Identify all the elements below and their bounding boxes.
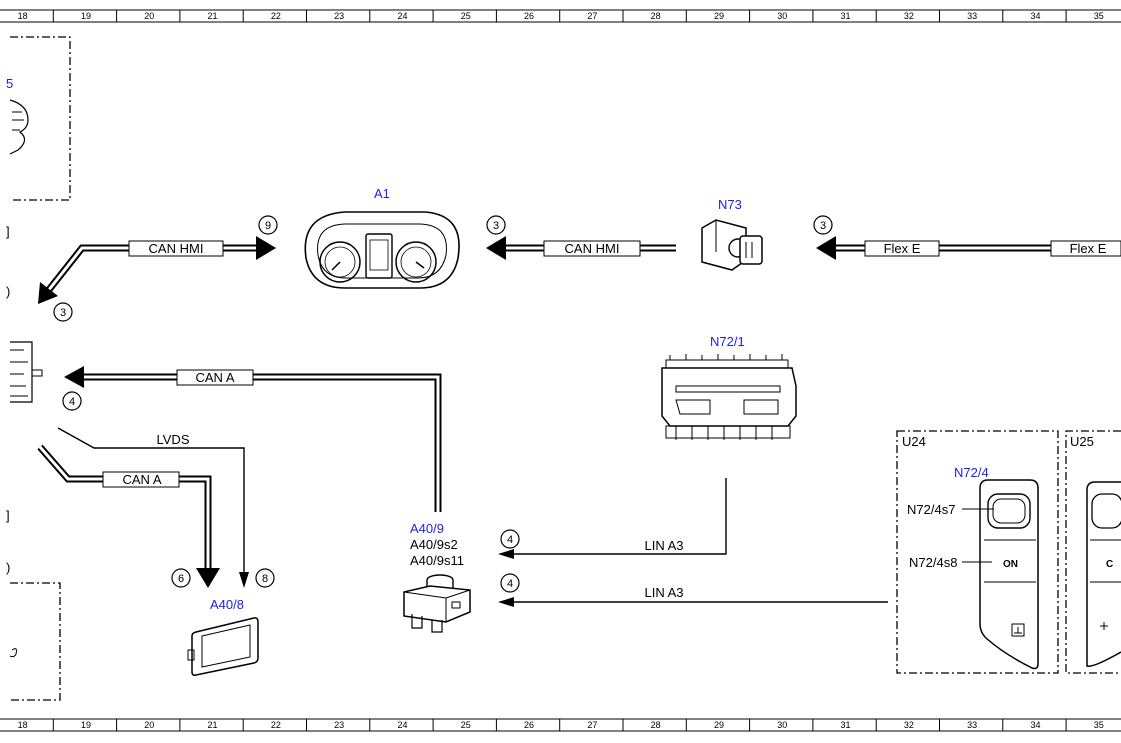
flex-e-label-2: Flex E (1070, 241, 1107, 256)
svg-text:): ) (6, 560, 10, 575)
circle-3-a1: 3 (493, 220, 499, 232)
on-button-label: ON (1003, 559, 1018, 570)
control-panel-n72-1[interactable]: N72/1 (661, 334, 797, 440)
top-ruler-col-23: 23 (334, 11, 344, 21)
bottom-ruler-col-30: 30 (777, 720, 787, 730)
circle-6: 6 (178, 573, 184, 585)
a40-9s2-label: A40/9s2 (410, 537, 458, 552)
circle-9: 9 (265, 220, 271, 232)
a40-9-label: A40/9 (410, 521, 444, 536)
u25-frame: U25 C (1065, 430, 1121, 674)
circle-3-n73: 3 (820, 220, 826, 232)
left-partial-frame-top: 5 (6, 36, 71, 201)
top-ruler-col-26: 26 (524, 11, 534, 21)
left-partial-frame-bottom (9, 582, 61, 701)
bottom-ruler-col-25: 25 (461, 720, 471, 730)
n72-4-label: N72/4 (954, 465, 989, 480)
bottom-ruler-col-26: 26 (524, 720, 534, 730)
wires (37, 244, 1121, 603)
top-ruler-col-27: 27 (587, 11, 597, 21)
bottom-ruler-col-18: 18 (18, 720, 28, 730)
top-ruler-col-32: 32 (904, 11, 914, 21)
bottom-ruler-col-21: 21 (208, 720, 218, 730)
bottom-ruler-col-32: 32 (904, 720, 914, 730)
can-hmi-left-label: CAN HMI (149, 241, 204, 256)
can-a-top-label: CAN A (195, 370, 234, 385)
arrowheads (38, 236, 836, 607)
top-ruler-col-18: 18 (18, 11, 28, 21)
top-ruler-col-21: 21 (208, 11, 218, 21)
circle-4-lin-top: 4 (507, 534, 513, 546)
svg-text:C: C (1106, 559, 1113, 570)
bottom-ruler-col-22: 22 (271, 720, 281, 730)
circle-3-left: 3 (60, 307, 66, 319)
top-ruler-col-24: 24 (397, 11, 407, 21)
bottom-ruler-col-28: 28 (651, 720, 661, 730)
can-hmi-right-label: CAN HMI (565, 241, 620, 256)
top-ruler-col-34: 34 (1030, 11, 1040, 21)
bottom-ruler-col-19: 19 (81, 720, 91, 730)
bottom-ruler: 18 19 20 21 22 23 24 25 26 27 28 29 30 31 32 33 34 35 (0, 718, 1121, 732)
top-ruler-col-28: 28 (651, 11, 661, 21)
a40-8-label: A40/8 (210, 597, 244, 612)
connector-circles: 9 3 3 3 4 6 8 4 4 (53, 215, 833, 593)
a40-9s11-label: A40/9s11 (410, 553, 464, 568)
n72-4s7-label: N72/4s7 (907, 502, 955, 517)
lvds-label: LVDS (157, 432, 190, 447)
circle-4-left: 4 (69, 396, 75, 408)
top-ruler-col-31: 31 (841, 11, 851, 21)
u24-frame: U24 N72/4 (896, 430, 1059, 674)
u25-label: U25 (1070, 434, 1094, 449)
bottom-ruler-col-35: 35 (1094, 720, 1104, 730)
instrument-cluster-a1[interactable]: A1 (304, 186, 460, 289)
circle-8: 8 (262, 573, 268, 585)
top-ruler-col-33: 33 (967, 11, 977, 21)
circle-4-lin-bottom: 4 (507, 578, 513, 590)
bottom-ruler-col-23: 23 (334, 720, 344, 730)
left-partial-device (10, 341, 43, 403)
top-ruler-col-22: 22 (271, 11, 281, 21)
top-ruler-col-20: 20 (144, 11, 154, 21)
lin-a3-top-label: LIN A3 (644, 538, 683, 553)
steering-switch-n72-4[interactable]: ON (962, 479, 1039, 670)
top-ruler: 18 19 20 21 22 23 24 25 26 27 28 29 30 31 32 33 34 35 (0, 9, 1121, 23)
flex-e-label-1: Flex E (884, 241, 921, 256)
bottom-ruler-col-27: 27 (587, 720, 597, 730)
svg-text:]: ] (6, 224, 10, 239)
left-partial-label: 5 (6, 76, 13, 91)
bus-labels: CAN HMI CAN HMI Flex E Flex E CAN A CAN … (102, 240, 1121, 600)
n73-label: N73 (718, 197, 742, 212)
lin-a3-bottom-label: LIN A3 (644, 585, 683, 600)
bottom-ruler-col-31: 31 (841, 720, 851, 730)
display-a40-8[interactable]: A40/8 (187, 597, 259, 676)
top-ruler-col-29: 29 (714, 11, 724, 21)
n72-4s8-label: N72/4s8 (909, 555, 957, 570)
u24-label: U24 (902, 434, 926, 449)
n72-1-label: N72/1 (710, 334, 745, 349)
ignition-switch-n73[interactable]: N73 (701, 197, 763, 271)
top-ruler-col-30: 30 (777, 11, 787, 21)
top-ruler-col-19: 19 (81, 11, 91, 21)
controller-a40-9[interactable]: A40/9 A40/9s2 A40/9s11 (403, 521, 471, 633)
bottom-ruler-col-33: 33 (967, 720, 977, 730)
bottom-ruler-col-29: 29 (714, 720, 724, 730)
svg-text:): ) (6, 284, 10, 299)
top-ruler-col-35: 35 (1094, 11, 1104, 21)
bottom-ruler-col-24: 24 (397, 720, 407, 730)
top-ruler-col-25: 25 (461, 11, 471, 21)
svg-text:]: ] (6, 508, 10, 523)
bottom-ruler-col-20: 20 (144, 720, 154, 730)
can-a-bottom-label: CAN A (122, 472, 161, 487)
a1-label: A1 (374, 186, 390, 201)
bottom-ruler-col-34: 34 (1030, 720, 1040, 730)
